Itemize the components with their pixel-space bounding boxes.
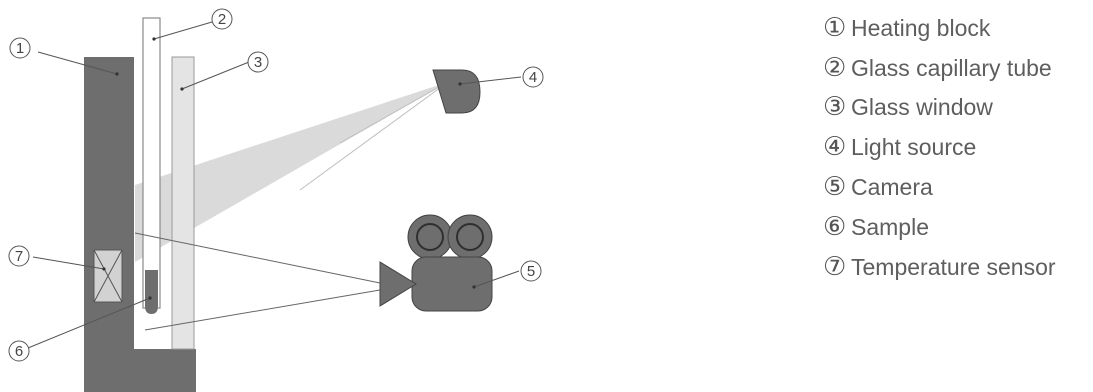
camera-icon bbox=[379, 214, 493, 312]
svg-text:2: 2 bbox=[218, 11, 226, 28]
legend-label: Camera bbox=[851, 174, 933, 201]
legend-item-sample: ⑥ Sample bbox=[823, 207, 1056, 247]
light-ray-1 bbox=[339, 81, 449, 144]
legend-label: Glass capillary tube bbox=[851, 54, 1052, 81]
legend-number: ① bbox=[823, 12, 847, 43]
legend-item-glass-window: ③ Glass window bbox=[823, 88, 1056, 128]
callout-4: 4 bbox=[522, 66, 544, 88]
legend-label: Heating block bbox=[851, 14, 991, 41]
legend-number: ④ bbox=[823, 132, 847, 163]
sample bbox=[145, 270, 158, 314]
svg-text:1: 1 bbox=[16, 40, 24, 57]
callout-3: 3 bbox=[247, 51, 269, 73]
legend-number: ② bbox=[823, 52, 847, 83]
legend-item-camera: ⑤ Camera bbox=[823, 167, 1056, 207]
legend-item-heating-block: ① Heating block bbox=[823, 8, 1056, 48]
temperature-sensor bbox=[93, 249, 123, 303]
legend-number: ③ bbox=[823, 92, 847, 123]
legend-number: ⑤ bbox=[823, 172, 847, 203]
callout-1: 1 bbox=[9, 37, 31, 59]
camera-view-line-lower bbox=[144, 289, 381, 331]
svg-text:6: 6 bbox=[15, 343, 23, 360]
legend-label: Temperature sensor bbox=[851, 253, 1056, 280]
legend-number: ⑥ bbox=[823, 211, 847, 242]
glass-capillary-tube bbox=[142, 17, 161, 309]
legend-label: Glass window bbox=[851, 94, 993, 121]
legend-item-light-source: ④ Light source bbox=[823, 127, 1056, 167]
callout-6: 6 bbox=[8, 340, 30, 362]
legend-label: Sample bbox=[851, 213, 929, 240]
light-source-icon bbox=[432, 69, 481, 114]
legend-label: Light source bbox=[851, 134, 977, 161]
svg-text:5: 5 bbox=[527, 263, 535, 280]
leader-dots bbox=[102, 37, 476, 300]
svg-text:3: 3 bbox=[254, 54, 262, 71]
camera-view-line-upper bbox=[134, 232, 381, 284]
callout-2: 2 bbox=[211, 8, 233, 30]
light-ray-2 bbox=[299, 81, 449, 191]
svg-text:4: 4 bbox=[529, 69, 537, 86]
callout-7: 7 bbox=[8, 245, 30, 267]
light-beam bbox=[135, 82, 448, 262]
legend: ① Heating block ② Glass capillary tube ③… bbox=[823, 8, 1056, 287]
callout-5: 5 bbox=[520, 260, 542, 282]
svg-text:7: 7 bbox=[15, 248, 23, 265]
glass-window bbox=[171, 56, 195, 350]
leader-lines bbox=[27, 21, 522, 349]
legend-item-glass-capillary-tube: ② Glass capillary tube bbox=[823, 48, 1056, 88]
heating-block bbox=[84, 57, 196, 392]
legend-item-temperature-sensor: ⑦ Temperature sensor bbox=[823, 247, 1056, 287]
legend-number: ⑦ bbox=[823, 251, 847, 282]
